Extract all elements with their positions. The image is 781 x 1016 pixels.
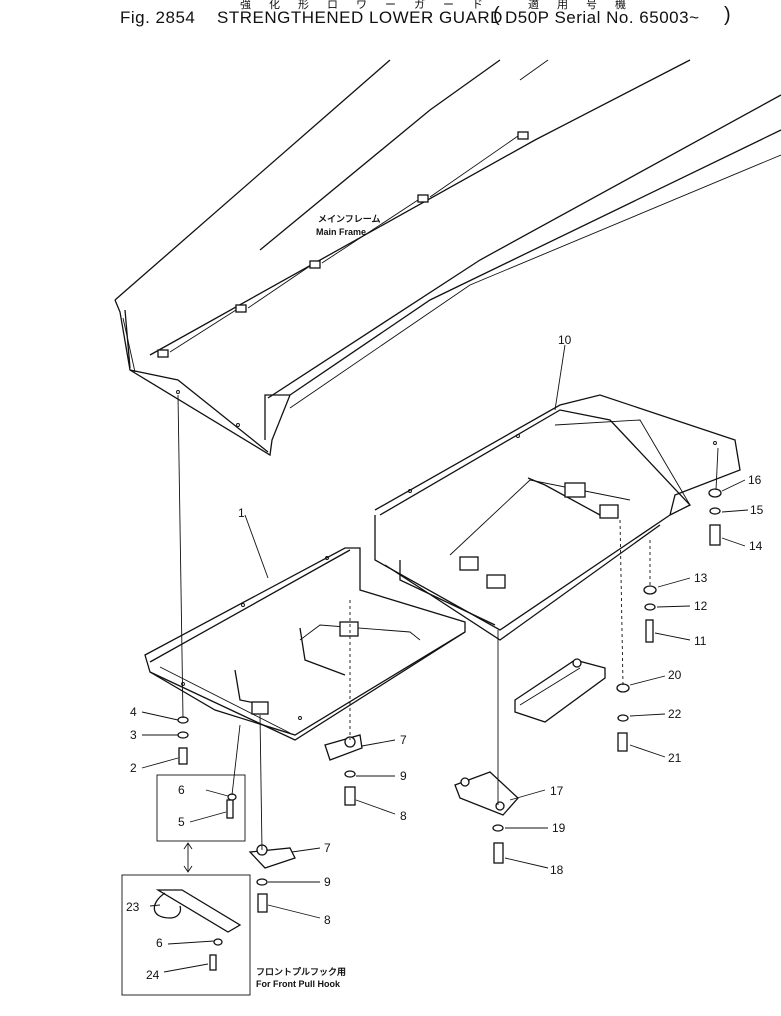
callout-14: 14 <box>749 539 763 553</box>
callout-9-lower: 9 <box>324 875 331 889</box>
main-frame-label-jp: メインフレーム <box>318 214 380 224</box>
callout-24: 24 <box>146 968 160 982</box>
callout-21: 21 <box>668 751 682 765</box>
callout-3: 3 <box>130 728 137 742</box>
callout-6-hook: 6 <box>156 936 163 950</box>
bracket-part-7-lower <box>248 844 296 869</box>
callout-18: 18 <box>550 863 564 877</box>
main-frame-label: Main Frame <box>316 227 366 237</box>
leader-lines <box>141 344 749 973</box>
callout-16: 16 <box>748 473 762 487</box>
lower-guard-part-1 <box>144 547 466 741</box>
callout-23: 23 <box>126 900 140 914</box>
bracket-part-17 <box>454 771 519 816</box>
callout-13: 13 <box>694 571 708 585</box>
fasteners <box>177 488 722 971</box>
callout-8-lower: 8 <box>324 913 331 927</box>
callout-6: 6 <box>178 783 185 797</box>
plate-part-20 <box>514 658 606 723</box>
pull-hook-label: For Front Pull Hook <box>256 979 341 989</box>
callout-12: 12 <box>694 599 708 613</box>
pull-hook-part-23 <box>153 889 242 933</box>
figure-number: Fig. 2854 <box>120 8 196 27</box>
serial-number: D50P Serial No. 65003~ <box>505 8 700 27</box>
callout-labels: 1 2 3 4 5 6 7 8 9 10 11 12 13 14 15 16 1… <box>126 333 764 982</box>
callout-7-lower: 7 <box>324 841 331 855</box>
callout-7: 7 <box>400 733 407 747</box>
title-japanese: 強化形ロワーガード <box>240 0 501 11</box>
callout-20: 20 <box>668 668 682 682</box>
callout-10: 10 <box>558 333 572 347</box>
serial-paren-close: ) <box>724 4 732 26</box>
serial-paren-open: ( <box>493 4 501 26</box>
serial-japanese: 適用号機 <box>528 0 644 11</box>
main-frame-drawing <box>114 59 781 457</box>
callout-8: 8 <box>400 809 407 823</box>
lower-guard-part-10 <box>374 394 741 641</box>
callout-5: 5 <box>178 815 185 829</box>
callout-15: 15 <box>750 503 764 517</box>
callout-17: 17 <box>550 784 564 798</box>
pull-hook-label-jp: フロントプルフック用 <box>256 966 346 977</box>
annotations: メインフレーム Main Frame フロントプルフック用 For Front … <box>256 214 380 989</box>
callout-11: 11 <box>694 634 707 648</box>
callout-19: 19 <box>552 821 566 835</box>
callout-1: 1 <box>238 506 245 520</box>
detail-box-upper <box>156 774 246 842</box>
bracket-part-7-upper <box>324 734 363 761</box>
page-title: STRENGTHENED LOWER GUARD <box>217 8 503 27</box>
assembly-lines <box>177 394 719 873</box>
callout-9: 9 <box>400 769 407 783</box>
callout-4: 4 <box>130 705 137 719</box>
detail-box-front-pull-hook <box>121 874 251 996</box>
callout-2: 2 <box>130 761 137 775</box>
callout-22: 22 <box>668 707 682 721</box>
